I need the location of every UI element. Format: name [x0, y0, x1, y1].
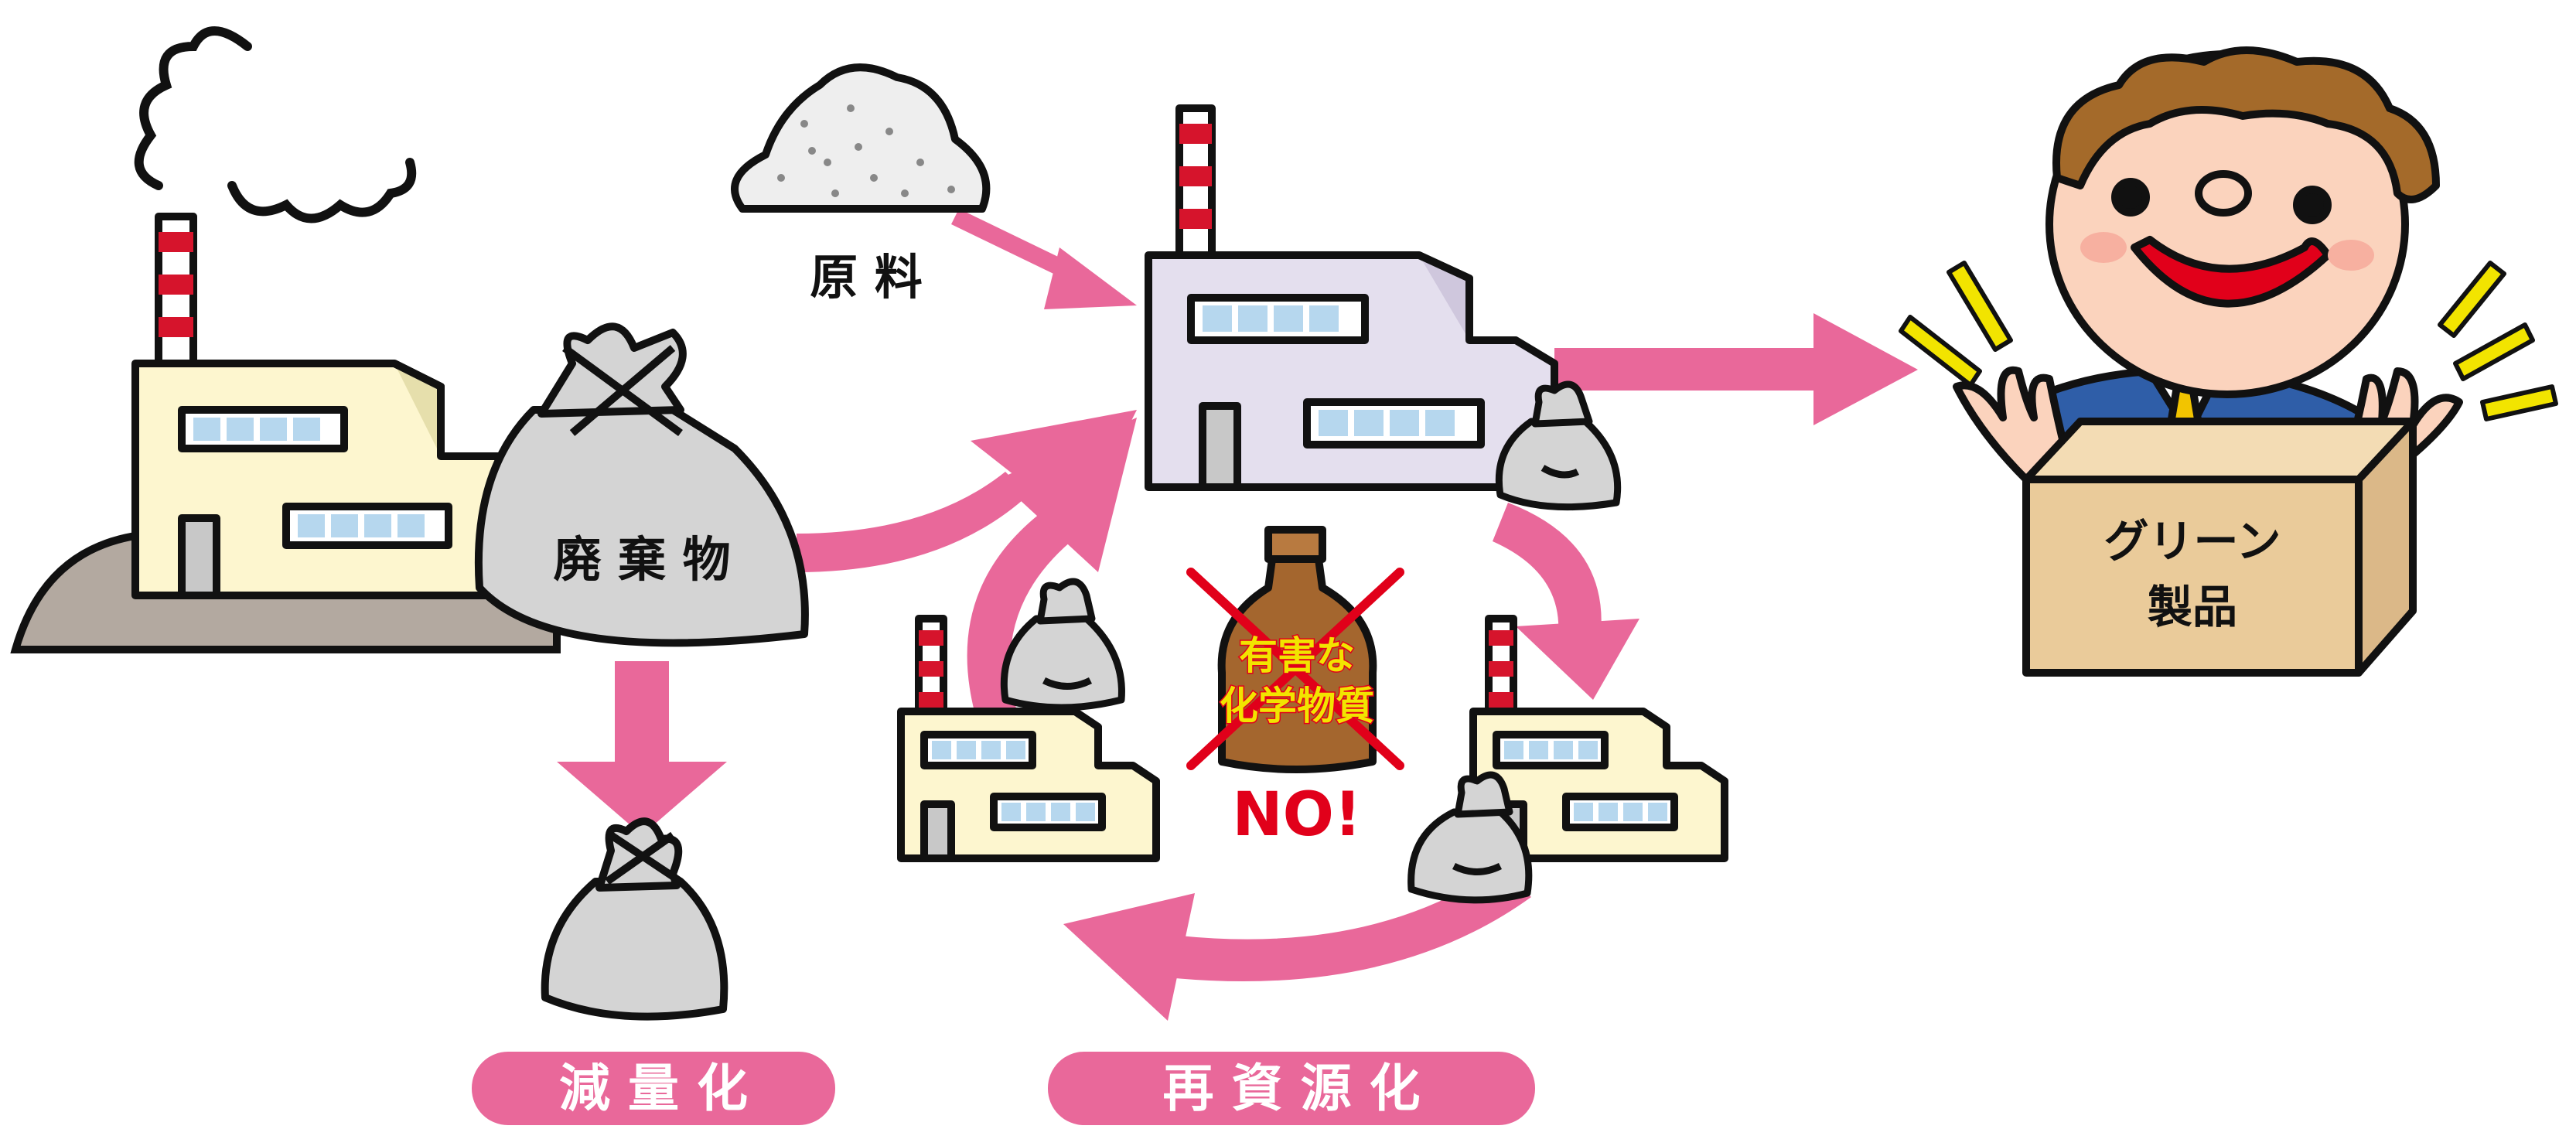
- label-harmful-line1: 有害な: [1239, 633, 1355, 678]
- arrow-raw-to-factory: [951, 209, 1137, 309]
- recycle-factory-left: [897, 615, 1160, 862]
- arrow-loop-right: [1493, 503, 1639, 700]
- arrow-reduction-down: [557, 661, 727, 835]
- harmful-chemical-bottle: 有害な 化学物質: [1186, 526, 1404, 773]
- label-green-product-line1: グリーン: [2103, 515, 2281, 568]
- factory-door: [178, 514, 220, 599]
- pill-recycling: 再 資 源 化: [1048, 1052, 1535, 1125]
- label-green-product-line2: 製品: [2148, 581, 2237, 633]
- source-factory: [131, 213, 561, 599]
- label-no: NO!: [1232, 780, 1361, 850]
- label-recycling: 再 資 源 化: [1163, 1059, 1421, 1118]
- small-bag-center: [1495, 380, 1622, 511]
- waste-bag: [474, 322, 809, 647]
- small-bag-left: [1000, 578, 1125, 711]
- arrow-loop-left: [967, 418, 1137, 711]
- arrow-factory-to-customer: [1554, 313, 1918, 425]
- green-factory: [1145, 104, 1558, 491]
- label-harmful-line2: 化学物質: [1220, 684, 1374, 728]
- smoke-cloud: [134, 26, 417, 223]
- green-product-box: [2022, 418, 2417, 677]
- sparkle-lines: [1899, 261, 2558, 421]
- label-waste: 廃 棄 物: [553, 531, 730, 588]
- label-raw-material: 原 料: [810, 249, 923, 305]
- small-bag-right: [1407, 771, 1533, 904]
- arrow-loop-bottom: [1063, 870, 1531, 1021]
- pill-reduction: 減 量 化: [472, 1052, 835, 1125]
- raw-material-pile: [731, 63, 991, 213]
- label-reduction: 減 量 化: [559, 1059, 748, 1118]
- reduced-waste-bag: [541, 817, 728, 1021]
- flow-arrows: [557, 209, 1918, 1021]
